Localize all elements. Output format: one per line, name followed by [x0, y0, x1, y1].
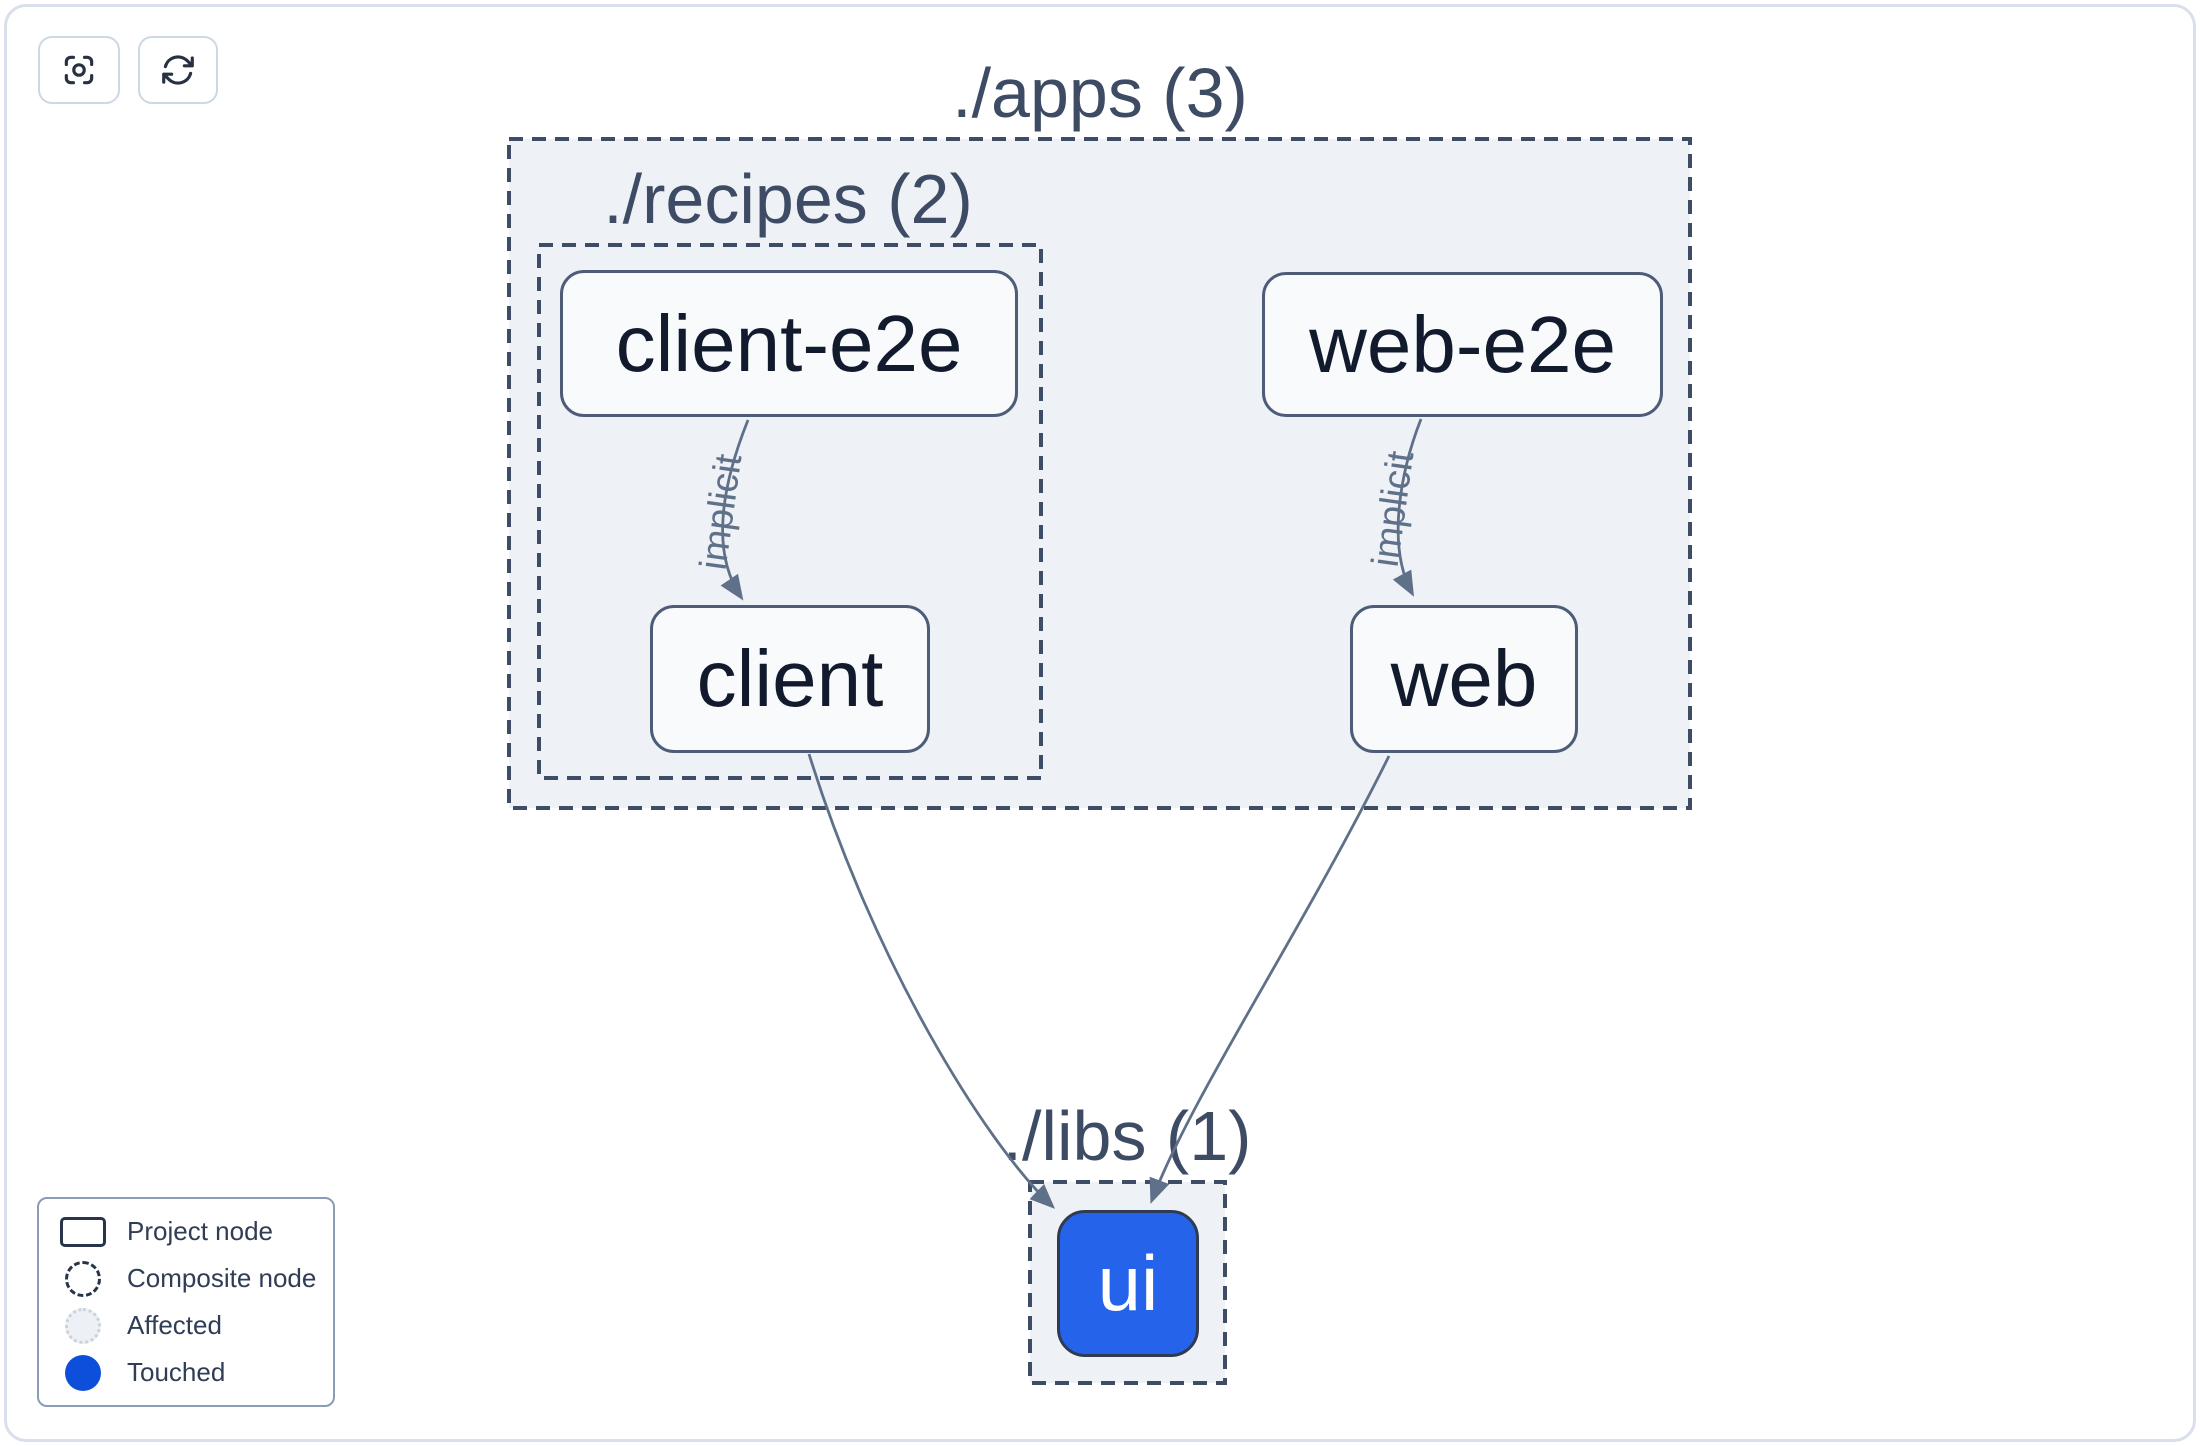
node-label: ui	[1097, 1239, 1159, 1327]
legend-label: Affected	[127, 1310, 222, 1340]
group-title-libs: ./libs (1)	[1002, 1097, 1252, 1175]
affected-swatch	[65, 1307, 101, 1344]
node-label: web	[1390, 634, 1538, 723]
legend-item-affected: Affected	[39, 1302, 333, 1349]
refresh-button[interactable]	[138, 36, 218, 104]
node-label: client-e2e	[615, 298, 963, 388]
legend: Project node Composite node Affected Tou…	[37, 1197, 335, 1407]
node-label: web-e2e	[1309, 299, 1616, 389]
project-node-swatch	[60, 1216, 106, 1247]
touched-swatch	[65, 1354, 101, 1391]
node-client[interactable]: client	[650, 605, 930, 753]
legend-item-project-node: Project node	[39, 1208, 333, 1255]
node-ui-touched[interactable]: ui	[1057, 1210, 1199, 1357]
legend-item-touched: Touched	[39, 1349, 333, 1396]
node-label: client	[696, 634, 884, 723]
legend-label: Touched	[127, 1357, 226, 1387]
group-title-apps: ./apps (3)	[952, 54, 1248, 132]
legend-label: Composite node	[127, 1263, 317, 1293]
legend-item-composite-node: Composite node	[39, 1255, 333, 1302]
focus-button[interactable]	[38, 36, 120, 104]
node-web-e2e[interactable]: web-e2e	[1262, 272, 1663, 417]
node-web[interactable]: web	[1350, 605, 1578, 753]
node-client-e2e[interactable]: client-e2e	[560, 270, 1018, 417]
refresh-icon	[162, 55, 194, 85]
composite-node-swatch	[65, 1260, 101, 1297]
legend-label: Project node	[127, 1216, 273, 1246]
group-title-recipes: ./recipes (2)	[603, 160, 973, 238]
focus-icon	[64, 55, 94, 85]
